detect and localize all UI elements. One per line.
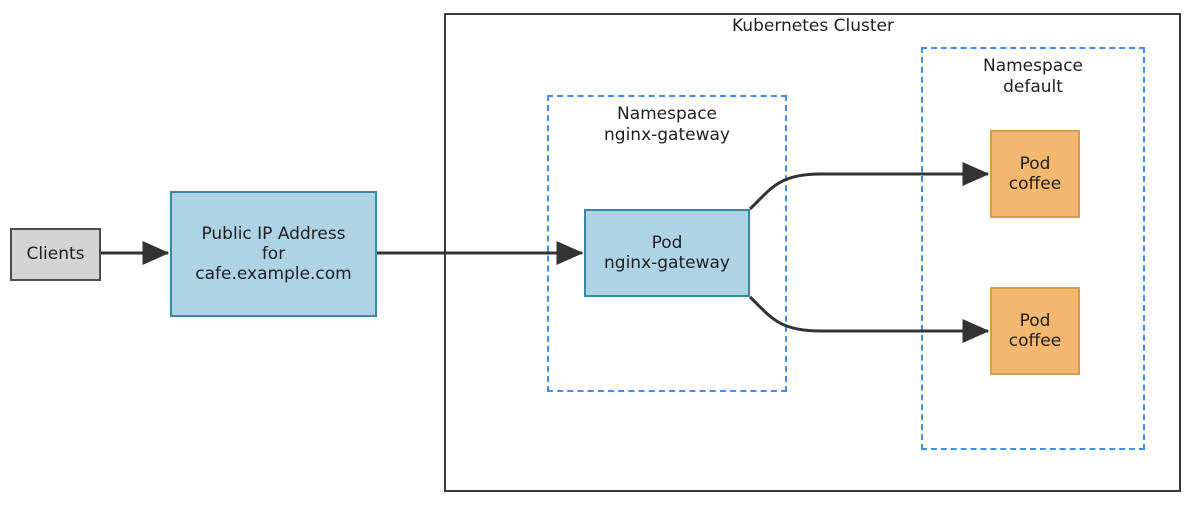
node-pod-coffee-bottom[interactable]: Pod coffee (990, 287, 1080, 375)
kubernetes-cluster-label: Kubernetes Cluster (732, 16, 894, 36)
node-pod-nginx-gateway[interactable]: Pod nginx-gateway (584, 209, 750, 297)
node-pod-coffee-top[interactable]: Pod coffee (990, 130, 1080, 218)
namespace-nginx-gateway-boundary (547, 95, 787, 392)
namespace-default-label: Namespace default (982, 56, 1084, 98)
namespace-default-boundary (921, 47, 1145, 450)
node-public-ip-address[interactable]: Public IP Address for cafe.example.com (170, 191, 377, 317)
namespace-nginx-gateway-label: Namespace nginx-gateway (604, 104, 730, 146)
node-clients[interactable]: Clients (10, 228, 101, 281)
